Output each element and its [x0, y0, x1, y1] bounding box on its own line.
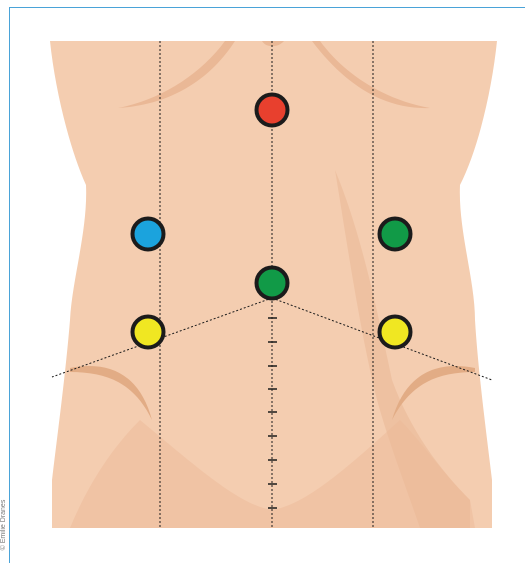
marker-upper-center: [257, 95, 288, 126]
marker-right-lower: [380, 317, 411, 348]
marker-right-mid: [380, 219, 411, 250]
marker-left-mid: [133, 219, 164, 250]
marker-left-lower: [133, 317, 164, 348]
marker-umbilical: [257, 268, 288, 299]
